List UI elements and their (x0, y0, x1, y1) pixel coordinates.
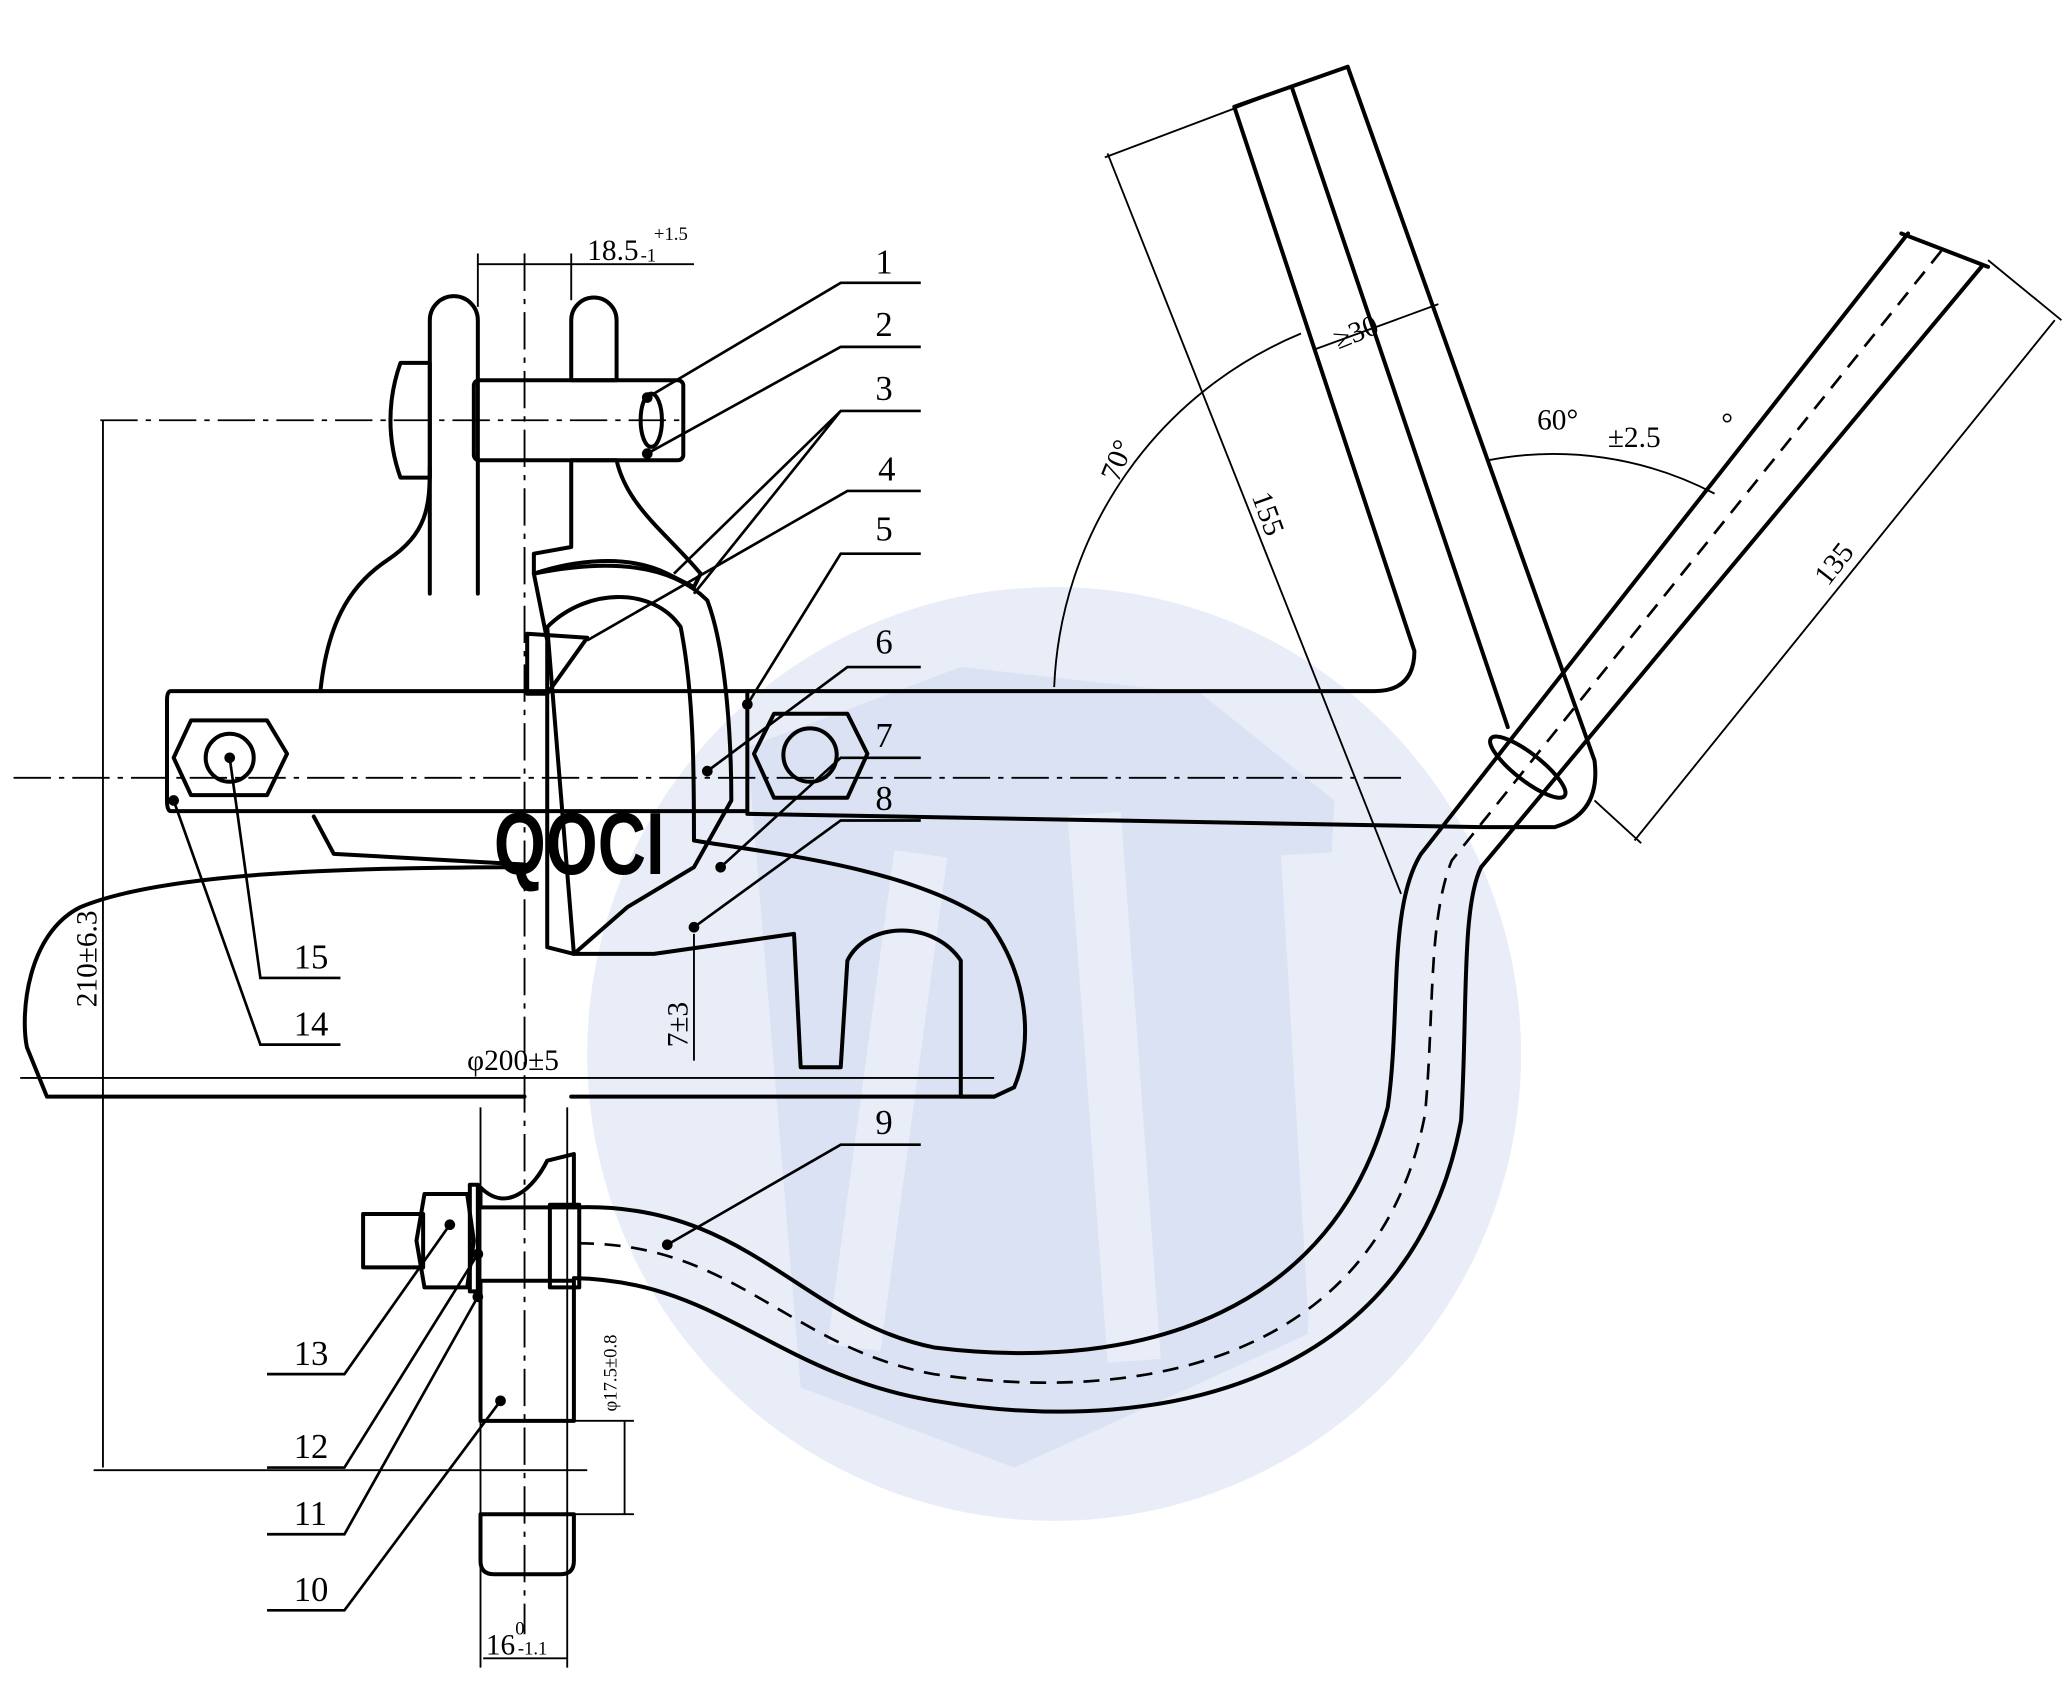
dim-pin-gap-lower: -1 (641, 245, 657, 266)
dim-angle-tol: ±2.5 (1608, 422, 1661, 454)
bracket-arm (745, 64, 1598, 830)
logo-text: QOCI (494, 794, 665, 893)
callout-leaders (172, 281, 921, 1612)
tube-flange (547, 1202, 582, 1290)
dim-angle-70: 70° (1095, 435, 1140, 485)
dim-pin-hole: φ17.5±0.8 (601, 1335, 622, 1412)
dim-pin-gap: 18.5 (587, 235, 638, 267)
dim-pin-thick: 16 (486, 1629, 515, 1661)
callout-8: 8 (875, 779, 892, 818)
pin-head (388, 360, 432, 480)
callout-12: 12 (294, 1427, 329, 1466)
washer (467, 1182, 480, 1294)
callout-3: 3 (875, 369, 892, 408)
callout-1: 1 (875, 242, 892, 281)
cap-lug (569, 295, 619, 383)
shackle (427, 294, 480, 596)
tube-upper (571, 231, 1911, 1355)
callout-11: 11 (294, 1494, 327, 1533)
nut-right (751, 711, 870, 800)
insulator-disc (22, 865, 527, 1099)
dim-pin-thick-lower: -1.1 (518, 1638, 548, 1659)
nut-left (171, 718, 290, 798)
callout-7: 7 (875, 716, 892, 755)
dim-pin-thick-upper: 0 (515, 1618, 524, 1639)
callout-5: 5 (875, 509, 892, 548)
pin (471, 378, 686, 463)
clamp-bar (164, 689, 750, 814)
cement-layer (531, 563, 734, 956)
cotter-pin (638, 391, 664, 449)
callout-14: 14 (294, 1004, 329, 1043)
lower-pin (478, 1278, 576, 1423)
callout-6: 6 (875, 623, 892, 662)
bolt-thread (361, 1212, 426, 1270)
dim-length-135: 135 (1808, 537, 1860, 591)
dimension-lines (20, 65, 2063, 1660)
watermark-seal (587, 587, 1522, 1521)
dim-angle-60: 60° (1537, 405, 1578, 437)
tube-lower (571, 264, 1984, 1414)
callout-15: 15 (294, 938, 329, 977)
dim-length-155: 155 (1245, 488, 1290, 540)
callout-13: 13 (294, 1334, 329, 1373)
callout-10: 10 (294, 1570, 329, 1609)
callout-4: 4 (878, 449, 895, 488)
dim-pin-gap-upper: +1.5 (654, 224, 688, 245)
callout-9: 9 (875, 1103, 892, 1142)
callout-2: 2 (875, 305, 892, 344)
porcelain-body (545, 595, 1028, 1099)
dim-height: 210±6.3 (71, 910, 103, 1007)
tube-collar (1488, 734, 1568, 800)
cap (318, 464, 432, 694)
dim-degree-mark: ° (1721, 409, 1733, 441)
dim-min-width: ≥30 (1329, 309, 1383, 356)
bolt-nut (414, 1192, 476, 1290)
dim-diameter: φ200±5 (467, 1045, 559, 1077)
dim-gap: 7±3 (662, 1002, 694, 1047)
